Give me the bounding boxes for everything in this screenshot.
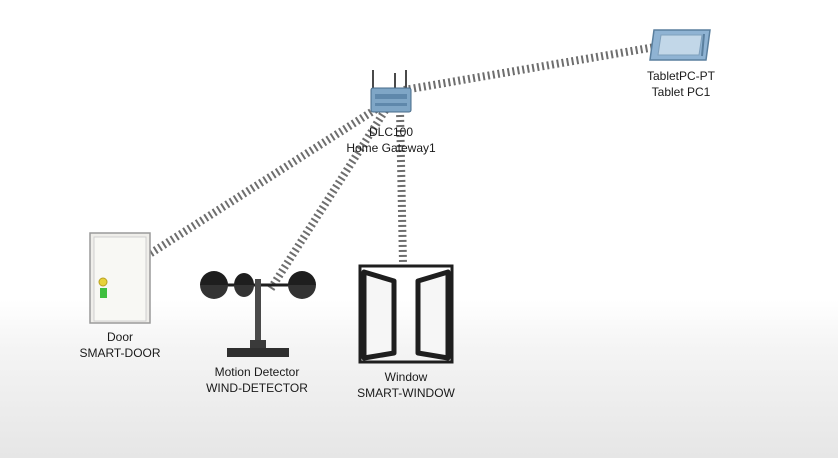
window-model: SMART-WINDOW bbox=[357, 386, 455, 400]
home-gateway-device[interactable] bbox=[364, 66, 416, 118]
tablet-icon bbox=[649, 29, 711, 61]
door-label: Door SMART-DOOR bbox=[79, 329, 160, 361]
door-model: SMART-DOOR bbox=[79, 346, 161, 360]
smart-window-icon bbox=[358, 264, 454, 364]
link-gateway-door bbox=[145, 100, 387, 259]
home-gateway-icon bbox=[370, 70, 412, 113]
motion-model: WIND-DETECTOR bbox=[206, 381, 308, 395]
window-label: Window SMART-WINDOW bbox=[357, 369, 455, 401]
tablet-model: TabletPC-PT bbox=[646, 69, 716, 83]
tablet-label: TabletPC-PT Tablet PC1 bbox=[647, 68, 715, 100]
smart-door-icon bbox=[89, 232, 151, 324]
wind-detector-device[interactable] bbox=[196, 268, 320, 360]
gateway-label: DLC100 Home Gateway1 bbox=[346, 124, 435, 156]
smart-door-device[interactable] bbox=[89, 232, 151, 324]
motion-name: Motion Detector bbox=[214, 365, 300, 379]
anemometer-icon bbox=[200, 271, 316, 357]
tablet-name: Tablet PC1 bbox=[651, 85, 711, 99]
motion-label: Motion Detector WIND-DETECTOR bbox=[206, 364, 308, 396]
window-name: Window bbox=[384, 370, 428, 384]
door-name: Door bbox=[106, 330, 133, 344]
tablet-device[interactable] bbox=[648, 26, 712, 66]
smart-window-device[interactable] bbox=[358, 264, 454, 364]
link-gateway-motion bbox=[266, 103, 392, 293]
gateway-name: Home Gateway1 bbox=[346, 141, 436, 155]
link-gateway-tablet bbox=[403, 43, 656, 94]
gateway-model: DLC100 bbox=[368, 125, 414, 139]
link-gateway-window bbox=[396, 109, 407, 265]
